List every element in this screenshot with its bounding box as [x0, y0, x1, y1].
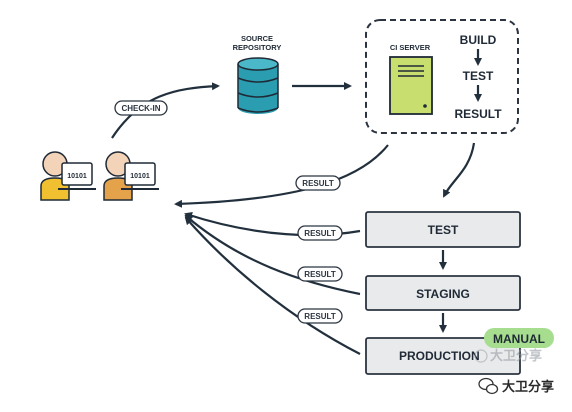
- watermark-overlay-text: 大卫分享: [490, 348, 542, 364]
- manual-badge-label: MANUAL: [493, 332, 545, 346]
- arrow-check-in: [111, 82, 220, 139]
- laptop-screen-text: 10101: [67, 173, 87, 180]
- arrow-ci-to-test: [443, 142, 476, 198]
- stage-production-label: PRODUCTION: [399, 349, 480, 363]
- database-icon: [237, 57, 279, 114]
- arrow-ci-result: [174, 144, 389, 208]
- arrow-test-result: [184, 212, 361, 237]
- result-pill: RESULT: [297, 266, 343, 282]
- stage-test: TEST: [365, 211, 521, 248]
- source-repository-label-line1: SOURCE: [241, 34, 273, 43]
- ci-step-build: BUILD: [460, 33, 497, 47]
- laptop-icon: 10101: [121, 162, 159, 190]
- source-repository: SOURCE REPOSITORY: [233, 34, 282, 114]
- wechat-icon: [478, 377, 499, 395]
- developer-2: 10101: [103, 151, 159, 201]
- result-pill: RESULT: [295, 175, 341, 191]
- source-repository-label-line2: REPOSITORY: [233, 43, 282, 52]
- result-pill: RESULT: [297, 225, 343, 241]
- result-pill: RESULT: [297, 308, 343, 324]
- watermark-footer-text: 大卫分享: [502, 379, 554, 395]
- watermark-footer: 大卫分享: [478, 377, 554, 395]
- ci-server-box: CI SERVER BUILD TEST RESULT: [365, 19, 519, 134]
- server-icon: [389, 56, 433, 115]
- result-label: RESULT: [304, 229, 336, 238]
- stage-test-label: TEST: [428, 223, 459, 237]
- result-label: RESULT: [302, 179, 334, 188]
- developer-1: 10101: [40, 151, 96, 201]
- arrow-production-result: [184, 216, 361, 355]
- stage-staging-label: STAGING: [416, 287, 470, 301]
- result-label: RESULT: [304, 270, 336, 279]
- check-in-label: CHECK-IN: [121, 104, 160, 113]
- developer-icon: [40, 151, 70, 201]
- result-label: RESULT: [304, 312, 336, 321]
- ci-step-result: RESULT: [454, 107, 502, 121]
- arrow-staging-result: [184, 214, 361, 296]
- ci-step-test: TEST: [463, 69, 494, 83]
- watermark-overlay: 大卫分享: [474, 348, 542, 364]
- laptop-screen-text: 10101: [130, 173, 150, 180]
- stage-staging: STAGING: [365, 275, 521, 311]
- ci-server-label: CI SERVER: [390, 43, 431, 52]
- stage-production: PRODUCTION: [365, 337, 521, 375]
- manual-badge: MANUAL: [484, 328, 554, 348]
- check-in-pill: CHECK-IN: [114, 100, 168, 116]
- laptop-icon: 10101: [58, 162, 96, 190]
